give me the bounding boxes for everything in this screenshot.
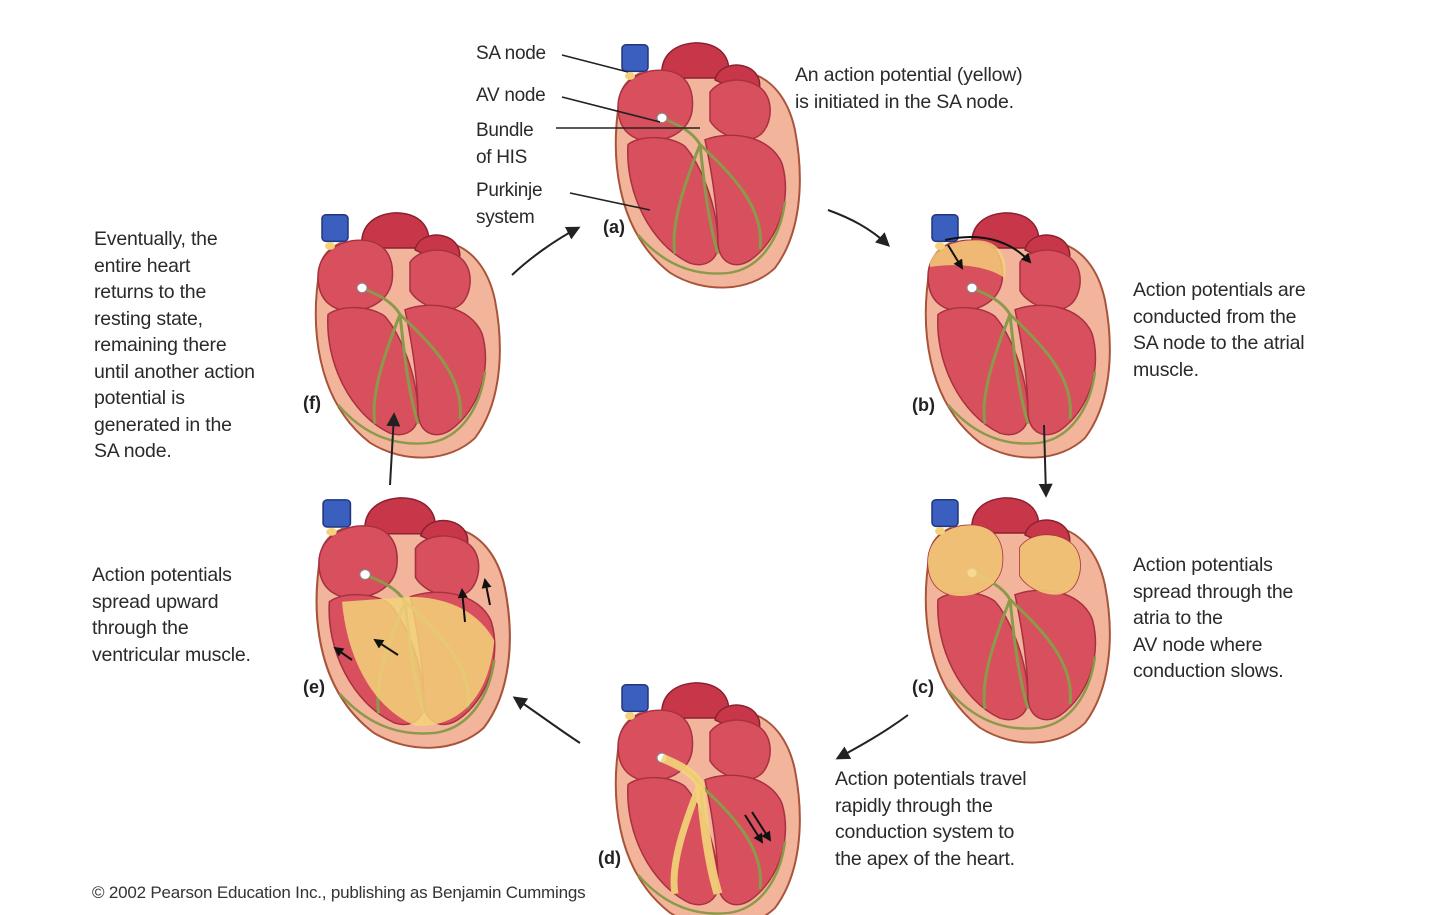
panel-text-b: Action potentials are conducted from the… — [1133, 279, 1306, 381]
heart-c-icon — [924, 496, 1112, 745]
label-sa-node: SA node — [476, 43, 546, 64]
label-purkinje-system: Purkinje system — [476, 180, 543, 228]
heart-d-icon — [614, 681, 802, 915]
copyright-notice: © 2002 Pearson Education Inc., publishin… — [92, 883, 586, 902]
panel-text-d: Action potentials travel rapidly through… — [835, 768, 1027, 870]
label-leaders — [556, 54, 700, 211]
heart-a-icon — [614, 41, 802, 290]
heart-b-icon — [924, 211, 1112, 460]
panel-text-c: Action potentials spread through the atr… — [1133, 554, 1294, 682]
panel-letter-b: (b) — [912, 395, 935, 415]
panel-letter-d: (d) — [598, 848, 621, 868]
panel-letter-c: (c) — [912, 677, 934, 697]
panel-text-e: Action potentials spread upward through … — [92, 564, 251, 666]
panel-text-f: Eventually, the entire heart returns to … — [94, 228, 255, 462]
cycle-arrows — [386, 209, 1053, 760]
panel-text-a: An action potential (yellow) is initiate… — [795, 64, 1023, 113]
panel-letter-f: (f) — [303, 393, 321, 413]
label-bundle-of-his: Bundle of HIS — [476, 120, 534, 168]
heart-f-icon — [314, 211, 502, 460]
heart-e-icon — [315, 496, 512, 750]
panel-letter-e: (e) — [303, 677, 325, 697]
label-av-node: AV node — [476, 85, 546, 106]
panel-letter-a: (a) — [603, 217, 625, 237]
